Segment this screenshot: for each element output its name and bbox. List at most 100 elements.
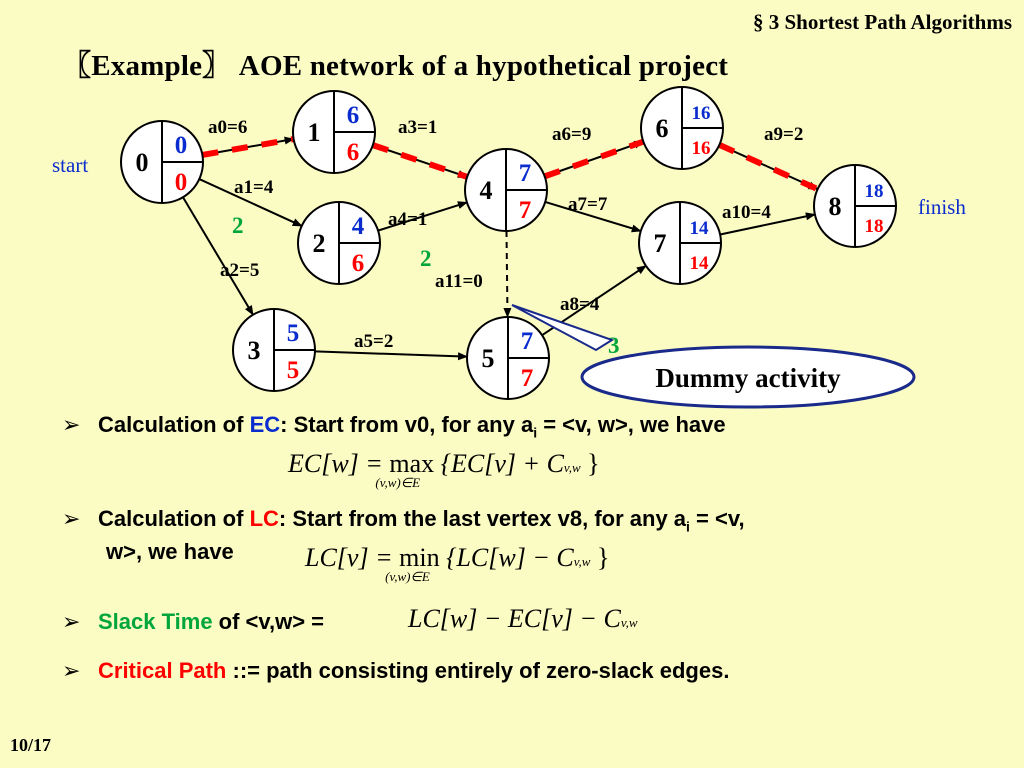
- node-1: 16 6: [292, 90, 376, 174]
- node-id: 7: [654, 229, 667, 258]
- node-3: 35 5: [232, 308, 316, 392]
- page-number: 10/17: [10, 735, 52, 755]
- lc-formula-sub: v,w: [573, 554, 591, 569]
- edge-label-0-3: a2=5: [220, 260, 259, 281]
- bullet-lc-prefix: Calculation of: [98, 506, 250, 531]
- edge-arrow-4-5: [503, 230, 512, 319]
- slack-formula: LC[w] − EC[v] − Cv,w: [408, 604, 638, 634]
- node-id: 4: [480, 176, 493, 205]
- callout-text: Dummy activity: [655, 363, 841, 393]
- edge-label-3-5: a5=2: [354, 331, 393, 352]
- edge-label-1-4: a3=1: [398, 117, 437, 138]
- ec-formula-op: max: [389, 449, 435, 478]
- node-id: 2: [313, 229, 326, 258]
- bullet-arrow-icon: ➢: [62, 610, 81, 635]
- node-lc: 7: [521, 365, 534, 392]
- slack-formula-expr: LC[w] − EC[v] − C: [408, 604, 621, 633]
- critical-path-dash-0-1: [201, 136, 295, 158]
- node-id: 6: [656, 114, 669, 143]
- edge-arrow-1-4: [372, 144, 469, 178]
- edge-arrow-0-3: [182, 196, 254, 316]
- bullet-arrow-icon: ➢: [62, 659, 81, 684]
- node-lc: 7: [519, 197, 532, 224]
- edges-layer: [182, 136, 819, 361]
- bullet-ec-text1: : Start from v0, for any a: [280, 412, 534, 437]
- bullet-lc-text2: = <v,: [689, 506, 745, 531]
- bullet-lc-term: LC: [249, 506, 279, 531]
- lc-formula-under: (v,w)∈E: [385, 569, 430, 584]
- node-ec: 14: [690, 218, 710, 239]
- bullet-arrow-icon: ➢: [62, 507, 81, 532]
- bullet-slack-text: of <v,w> =: [212, 609, 325, 634]
- node-ec: 7: [519, 160, 532, 187]
- bullet-slack-term: Slack Time: [98, 609, 213, 634]
- node-lc: 0: [175, 169, 188, 196]
- dummy-activity-callout: Dummy activity: [511, 304, 916, 409]
- edge-labels-layer: a0=6a1=4a2=5a3=1a4=1a5=2a6=9a7=7a8=4a9=2…: [208, 117, 803, 358]
- finish-label: finish: [918, 195, 966, 219]
- edge-label-7-8: a10=4: [722, 202, 771, 223]
- node-lc: 5: [287, 357, 300, 384]
- ec-formula-rhs: {EC[v] + C: [440, 449, 564, 478]
- edge-label-4-7: a7=7: [568, 194, 608, 215]
- ec-formula-lhs: EC[w] =: [288, 449, 383, 478]
- node-lc: 6: [352, 250, 365, 277]
- edge-arrow-2-4: [377, 201, 468, 232]
- bullet-critical: ➢Critical Path ::= path consisting entir…: [62, 656, 729, 687]
- edge-label-0-2: a1=4: [234, 177, 274, 198]
- node-id: 8: [829, 192, 842, 221]
- lc-formula-lhs: LC[v] =: [305, 543, 393, 572]
- slack-value-1: 2: [420, 246, 432, 271]
- section-header: § 3 Shortest Path Algorithms: [753, 10, 1012, 34]
- edge-label-0-1: a0=6: [208, 117, 247, 138]
- edge-label-2-4: a4=1: [388, 209, 427, 230]
- edge-arrow-4-7: [544, 200, 642, 233]
- node-ec: 4: [352, 213, 365, 240]
- bullet-arrow-icon: ➢: [62, 413, 81, 438]
- bullet-ec-sub: i: [533, 424, 538, 441]
- node-lc: 14: [690, 253, 710, 274]
- critical-path-overlay: [201, 136, 819, 192]
- ec-formula-under: (v,w)∈E: [375, 475, 421, 490]
- node-6: 6 16 16: [640, 86, 724, 170]
- edge-label-4-6: a6=9: [552, 124, 591, 145]
- bullet-slack: ➢ Slack Time of <v,w> =: [62, 607, 324, 638]
- edge-arrow-4-6: [544, 140, 645, 178]
- node-ec: 5: [287, 320, 300, 347]
- node-ec: 18: [865, 181, 884, 202]
- bullet-ec-term: EC: [249, 412, 281, 437]
- lc-formula-close: }: [596, 543, 610, 572]
- ec-formula-sub: v,w: [563, 460, 581, 475]
- node-ec: 7: [521, 328, 534, 355]
- node-lc: 16: [692, 138, 711, 159]
- bullet-ec-prefix: Calculation of: [98, 412, 250, 437]
- node-id: 5: [482, 344, 495, 373]
- node-lc: 6: [347, 139, 360, 166]
- node-ec: 16: [692, 103, 711, 124]
- node-4: 47 7: [464, 148, 548, 232]
- node-ec: 6: [347, 102, 360, 129]
- ec-formula-close: }: [587, 449, 600, 478]
- start-label: start: [52, 153, 88, 177]
- lc-formula: LC[v] = min(v,w)∈E {LC[w] − Cv,w }: [305, 543, 610, 584]
- node-2: 24 6: [297, 201, 381, 285]
- edge-label-5-7: a8=4: [560, 294, 600, 315]
- node-id: 1: [308, 118, 321, 147]
- node-id: 3: [248, 336, 261, 365]
- node-id: 0: [136, 148, 149, 177]
- edge-arrow-0-2: [198, 178, 303, 227]
- bullet-lc-line2: w>, we have: [106, 539, 234, 564]
- bullet-lc-text1: : Start from the last vertex v8, for any…: [278, 506, 687, 531]
- node-5: 57 7: [466, 316, 550, 400]
- slack-value-2: 3: [608, 333, 620, 358]
- node-lc: 18: [865, 216, 884, 237]
- node-8: 8 18 18: [813, 164, 897, 248]
- bullet-lc-sub: i: [686, 518, 690, 535]
- bullet-critical-term: Critical Path: [98, 658, 227, 683]
- lc-formula-op: min: [399, 543, 440, 572]
- slack-value-0: 2: [232, 213, 244, 238]
- edge-label-4-5: a11=0: [435, 271, 483, 292]
